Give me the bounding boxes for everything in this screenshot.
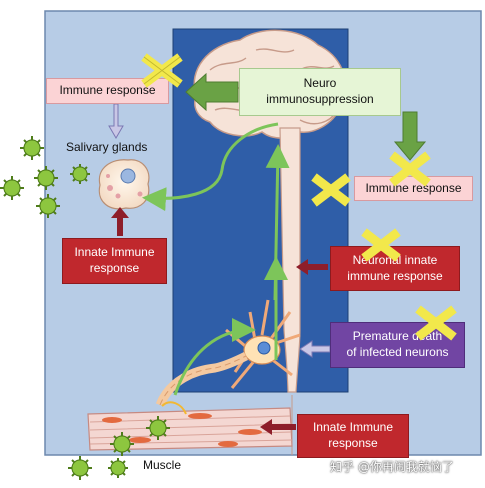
arrow-to-immune-left [185,72,239,112]
muscle-image [87,407,293,451]
arrow-innate-to-gland [111,207,129,236]
innate-immune-left-label: Innate Immune response [74,245,155,275]
arrow-neuronal-innate [296,259,328,275]
salivary-glands-label: Salivary glands [66,140,148,154]
immune-response-left-label: Immune response [59,83,156,98]
innate-immune-bottom-box: Innate Immune response [297,414,409,458]
immune-response-left-box: Immune response [46,78,169,104]
virus-particles [0,136,170,480]
premature-death-label: Premature death of infected neurons [346,329,449,359]
neuro-immunosuppression-label: Neuro immunosuppression [266,76,374,106]
innate-immune-bottom-label: Innate Immune response [312,420,394,450]
salivary-gland-cell [98,159,150,210]
arrow-premature-death [299,340,331,358]
arrow-to-immune-right [393,111,427,161]
neuronal-innate-box: Neuronal innate immune response [330,246,460,291]
green-arrow-muscle-to-neuron [173,318,256,396]
arrow-immune-to-gland [108,103,124,139]
muscle-label: Muscle [143,458,182,472]
green-arrow-brain-to-gland [142,122,279,212]
immune-response-right-box: Immune response [354,176,473,201]
neuronal-innate-label: Neuronal innate immune response [347,252,443,283]
watermark-text: 知乎 @你再闹我就恼了 [330,460,454,474]
neuro-immunosuppression-box: Neuro immunosuppression [239,68,401,116]
premature-death-box: Premature death of infected neurons [330,322,465,368]
immune-response-right-label: Immune response [365,180,462,195]
arrow-innate-to-muscle [260,419,296,435]
innate-immune-left-box: Innate Immune response [62,238,167,284]
